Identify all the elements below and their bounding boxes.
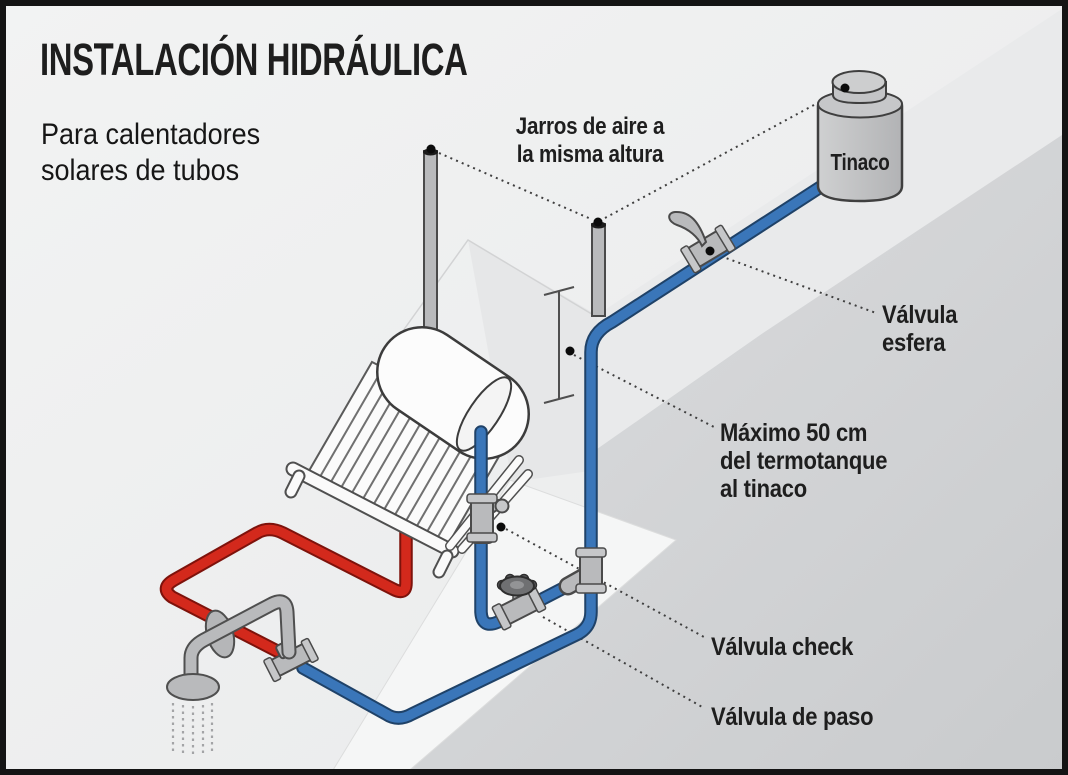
leader-airjar1-airjar2 [438, 152, 592, 220]
gate-valve-handwheel [496, 573, 538, 597]
air-jar-2 [591, 221, 606, 317]
hot-water-pipe [159, 495, 413, 658]
tinaco-tank [816, 70, 904, 203]
water-spray [171, 703, 214, 755]
leader-check-valve [505, 528, 705, 638]
cold-water-pipe [296, 179, 829, 725]
leader-airjar2-tinaco [604, 91, 839, 219]
shower-head [166, 673, 220, 701]
measurement-bracket [543, 286, 575, 404]
heater-tank [376, 326, 530, 460]
leader-ball-valve [714, 253, 877, 314]
max-height-line-3: al tinaco [720, 475, 807, 503]
cold-pipe-branch [474, 425, 590, 631]
ball-valve-lever [668, 210, 708, 248]
roof-corner-edge [399, 239, 596, 336]
gate-valve [491, 573, 547, 631]
callout-pass-valve: Válvula de paso [711, 703, 874, 731]
callout-tinaco: Tinaco [830, 149, 890, 175]
hot-pipe [161, 497, 411, 656]
dot-max-height [565, 346, 575, 356]
shower [166, 594, 297, 755]
callout-check-valve: Válvula check [711, 633, 854, 661]
ball-valve-line-1: Válvula [882, 301, 958, 329]
upper-roof-top-face [597, 5, 1068, 449]
subtitle-line-1: Para calentadores [41, 118, 261, 151]
callout-air-jars: Jarros de aire a la misma altura [494, 113, 687, 169]
collector-frame-rail [284, 461, 460, 579]
air-jars-line-2: la misma altura [516, 141, 664, 168]
dot-airjar2 [593, 217, 603, 227]
dot-tinaco [840, 83, 850, 93]
max-height-line-1: Máximo 50 cm [720, 419, 868, 447]
dot-airjar1 [426, 144, 436, 154]
leader-dots [426, 83, 850, 532]
air-jars-line-1: Jarros de aire a [515, 113, 665, 140]
tee-fitting [558, 547, 607, 596]
ball-valve-line-2: esfera [882, 329, 946, 357]
air-jar-2-pipe [591, 223, 606, 317]
bracket-tick-bottom [543, 394, 575, 404]
subtitle-line-2: solares de tubos [41, 154, 240, 187]
solar-collector [284, 360, 514, 579]
upper-roof-left-face [468, 240, 597, 482]
max-height-line-2: del termotanque [720, 447, 888, 475]
callout-ball-valve: Válvula esfera [882, 301, 957, 357]
dot-ball-valve [705, 246, 715, 256]
callout-max-height: Máximo 50 cm del termotanque al tinaco [720, 419, 887, 503]
check-valve [466, 493, 510, 544]
dot-check-valve [496, 522, 506, 532]
air-jar-1 [423, 148, 438, 357]
tank-end-cap [455, 376, 513, 452]
page-title: INSTALACIÓN HIDRÁULICA [40, 34, 468, 85]
shower-arm [185, 596, 295, 683]
page-subtitle: Para calentadores solares de tubos [41, 117, 260, 189]
air-jar-1-pipe [423, 150, 438, 357]
tinaco-lid [831, 70, 887, 94]
